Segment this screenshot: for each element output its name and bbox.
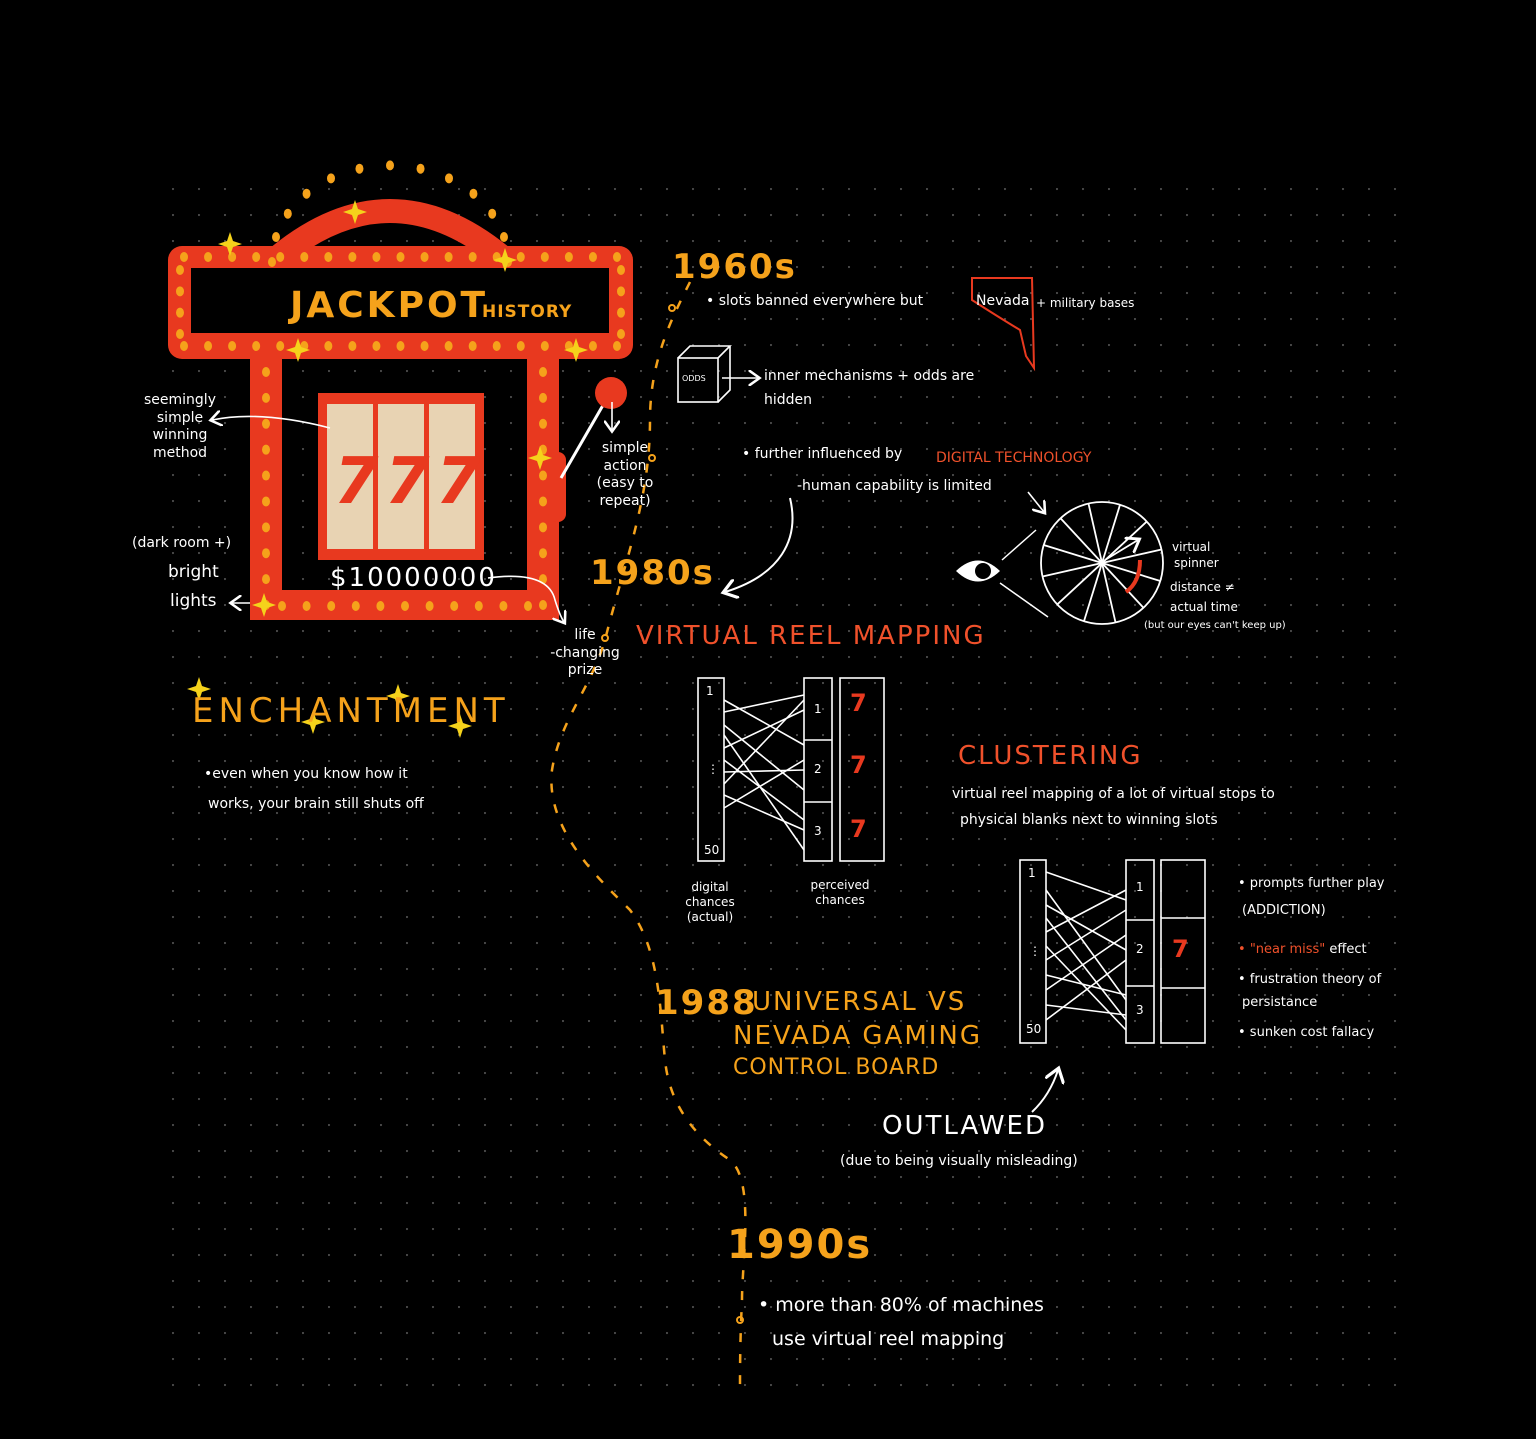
virtual-reel-mapping-title: VIRTUAL REEL MAPPING <box>636 621 986 651</box>
reel1-stop-2: 2 <box>814 762 822 776</box>
clustering-title: CLUSTERING <box>958 741 1143 771</box>
outlawed-reason: (due to being visually misleading) <box>840 1153 1078 1169</box>
reel2-stop-1: 1 <box>1136 880 1144 894</box>
spinner-label-1: virtual <box>1172 540 1211 554</box>
reel-7-right: 7 <box>436 445 481 519</box>
life-changing-note: life -changing prize <box>550 627 620 678</box>
distance-text: distance ≠ <box>1170 580 1235 594</box>
digital-technology-label: DIGITAL TECHNOLOGY <box>936 450 1092 466</box>
jackpot-slot-machine <box>168 160 633 738</box>
reel-7-left: 7 <box>334 445 379 519</box>
dot-grid <box>160 178 1410 1393</box>
capability-arrow <box>1027 491 1044 512</box>
jackpot-title: JACKPOT <box>290 285 489 326</box>
reel2-bottom-number: 50 <box>1026 1022 1042 1036</box>
simple-action-note: simple action (easy to repeat) <box>596 440 654 509</box>
digital-tech-arrow <box>725 497 794 592</box>
capability-text: -human capability is limited <box>797 478 992 494</box>
enchantment-title: ENCHANTMENT <box>192 691 510 731</box>
outlawed-arrow <box>1031 1070 1058 1113</box>
further-influenced-text: • further influenced by <box>742 446 903 462</box>
military-bases-text: + military bases <box>1036 296 1135 310</box>
prize-amount: $10000000 <box>330 563 497 593</box>
reel-mapping-diagram <box>697 677 885 862</box>
hidden-line1: inner mechanisms + odds are <box>764 368 975 384</box>
eyes-note: (but our eyes can't keep up) <box>1144 620 1286 631</box>
eye-icon <box>956 560 1000 582</box>
clustering-desc-line1: virtual reel mapping of a lot of virtual… <box>952 786 1275 802</box>
era-1960s-label: 1960s <box>672 247 797 287</box>
era-1980s-label: 1980s <box>590 553 715 593</box>
lawsuit-line3: CONTROL BOARD <box>733 1055 940 1080</box>
virtual-spinner-wheel <box>1040 501 1164 625</box>
clustering-diagram <box>1019 859 1206 1044</box>
nevada-label: Nevada <box>976 293 1030 309</box>
lights-note: lights <box>170 591 217 611</box>
reel2-7: 7 <box>1172 935 1189 963</box>
digital-chances-label: digital chances (actual) <box>685 880 735 924</box>
nineties-line1: • more than 80% of machines <box>758 1294 1044 1316</box>
bullet-near-miss: • "near miss" effect <box>1238 942 1367 957</box>
machine-annotation-lines <box>212 402 612 622</box>
odds-box-icon <box>677 345 758 403</box>
bullet-prompts-play: • prompts further play <box>1238 876 1385 891</box>
odds-box-label: ODDS <box>682 374 706 383</box>
reel1-7-bottom: 7 <box>850 815 867 843</box>
bullet-sunken-cost: • sunken cost fallacy <box>1238 1025 1375 1040</box>
bullet-addiction: (ADDICTION) <box>1242 903 1326 918</box>
reel-7-middle: 7 <box>385 445 430 519</box>
reel1-top-number: 1 <box>706 684 714 698</box>
bright-note: bright <box>168 562 219 582</box>
bullet-frustration: • frustration theory of <box>1238 972 1382 987</box>
reel1-bottom-number: 50 <box>704 843 720 857</box>
era-1990s-label: 1990s <box>727 1222 873 1268</box>
nineties-line2: use virtual reel mapping <box>772 1328 1005 1350</box>
dark-room-note: (dark room +) <box>132 535 232 551</box>
clustering-desc-line2: physical blanks next to winning slots <box>960 812 1218 828</box>
enchantment-note-line1: •even when you know how it <box>204 766 408 782</box>
reel1-7-top: 7 <box>850 689 867 717</box>
actual-time-text: actual time <box>1170 600 1238 614</box>
enchantment-note-line2: works, your brain still shuts off <box>208 796 424 812</box>
reel2-top-number: 1 <box>1028 866 1036 880</box>
nevada-map-icon <box>971 277 1036 372</box>
eye-sightlines <box>999 529 1049 618</box>
history-subtitle: HISTORY <box>482 302 573 322</box>
lawsuit-line1: UNIVERSAL VS <box>752 987 967 1017</box>
reel2-stop-3: 3 <box>1136 1003 1144 1017</box>
reel2-stop-2: 2 <box>1136 942 1144 956</box>
lawsuit-line2: NEVADA GAMING <box>733 1021 983 1051</box>
hidden-line2: hidden <box>764 392 813 408</box>
marquee-bulbs <box>176 160 625 611</box>
era-1988-label: 1988 <box>655 983 758 1023</box>
spinner-label-2: spinner <box>1174 556 1219 570</box>
winning-method-note: seemingly simple winning method <box>144 392 216 461</box>
reel2-dots: ⋮ <box>1029 944 1041 958</box>
outlawed-label: OUTLAWED <box>882 1111 1047 1141</box>
reel1-stop-3: 3 <box>814 824 822 838</box>
bullet-persistance: persistance <box>1242 995 1318 1010</box>
banned-text: • slots banned everywhere but <box>706 293 924 309</box>
timeline-markers <box>601 304 744 1324</box>
sparkle-icons <box>187 200 588 738</box>
perceived-chances-label: perceived chances <box>810 878 870 907</box>
reel1-stop-1: 1 <box>814 702 822 716</box>
reel1-7-mid: 7 <box>850 751 867 779</box>
reel1-dots: ⋮ <box>707 762 719 776</box>
